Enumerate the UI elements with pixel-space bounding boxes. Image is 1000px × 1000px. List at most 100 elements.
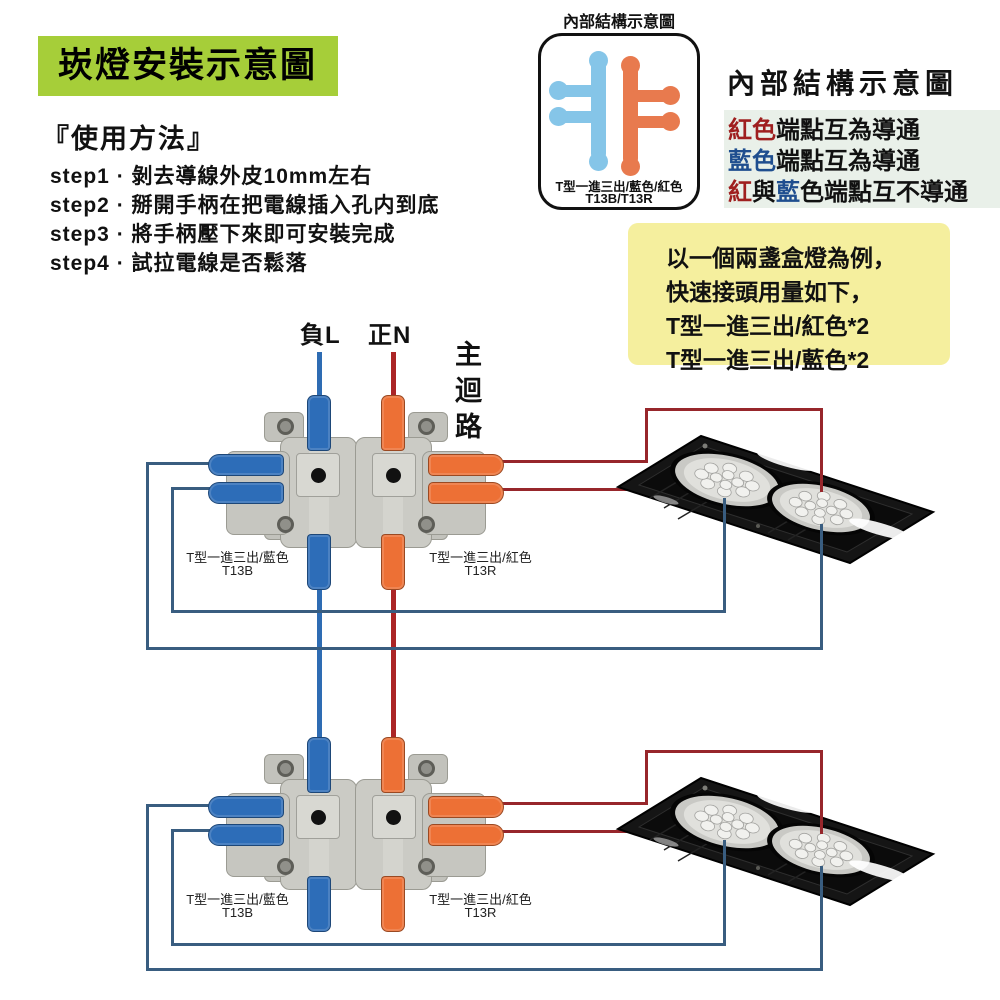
- legend-red-term: 紅色: [728, 117, 776, 144]
- mount-hole: [386, 810, 401, 825]
- inner-structure-box: [538, 33, 700, 210]
- red-connector-code: T13R: [464, 905, 497, 920]
- screw-hole: [418, 418, 435, 435]
- note-line: T型一進三出/藍色*2: [666, 347, 870, 373]
- blue-t-connector-1: [208, 395, 357, 590]
- mount-hole: [311, 810, 326, 825]
- center-mount: [372, 453, 416, 497]
- output-lever: [307, 876, 331, 932]
- wire-blue-route: [146, 804, 218, 807]
- wire-blue-route: [171, 610, 726, 613]
- note-line: T型一進三出/紅色*2: [666, 313, 870, 339]
- wire-red-route: [820, 752, 823, 834]
- wire-neutral-feed: [317, 352, 322, 404]
- legend-red-term: 紅: [728, 179, 752, 206]
- blue-terminal-icon: [549, 107, 568, 126]
- blue-terminal-icon: [589, 51, 608, 70]
- blue-connector-code: T13B: [221, 905, 254, 920]
- inner-structure-caption: T型一進三出/藍色/紅色: [555, 180, 683, 194]
- wire-red-route: [645, 408, 648, 462]
- screw-hole: [418, 760, 435, 777]
- legend-blue-term: 藍: [776, 179, 800, 206]
- legend-line-text: 與: [752, 179, 776, 206]
- wire-blue-route: [146, 647, 823, 650]
- output-lever: [428, 482, 504, 504]
- output-lever: [208, 482, 284, 504]
- wire-blue-route: [723, 840, 726, 946]
- main-circuit-label: 主迴路: [451, 340, 481, 448]
- red-connector-label: T型一進三出/紅色: [429, 892, 532, 907]
- screw-hole: [418, 516, 435, 533]
- page-title: 崁燈安裝示意圖: [38, 36, 338, 96]
- legend-line-text: 端點互為導通: [776, 117, 920, 144]
- mount-hole: [311, 468, 326, 483]
- input-lever: [381, 395, 405, 451]
- wire-red-route: [645, 408, 823, 411]
- wire-red-route: [497, 488, 662, 491]
- screw-hole: [277, 858, 294, 875]
- screw-hole: [418, 858, 435, 875]
- usage-steps: step1 · 剝去導線外皮10mm左右 step2 · 掰開手柄在把電線插入孔…: [50, 162, 440, 278]
- input-lever: [381, 737, 405, 793]
- connector-internal-blue-bus-icon: [591, 58, 606, 161]
- red-connector-code: T13R: [464, 563, 497, 578]
- wire-red-route: [645, 750, 648, 804]
- wire-blue-route: [146, 968, 823, 971]
- blue-connector-code: T13B: [221, 563, 254, 578]
- downlight-fixture-2: [617, 777, 934, 906]
- red-terminal-icon: [661, 112, 680, 131]
- input-lever: [307, 395, 331, 451]
- inner-structure-box-title: 內部結構示意圖: [562, 14, 675, 31]
- red-terminal-icon: [661, 86, 680, 105]
- connector-internal-red-bus-icon: [623, 63, 638, 166]
- legend-title: 內部結構示意圖: [727, 68, 959, 99]
- output-lever: [428, 796, 504, 818]
- wire-blue-route: [820, 866, 823, 971]
- blue-terminal-icon: [589, 152, 608, 171]
- output-lever: [208, 824, 284, 846]
- wire-blue-route: [146, 804, 149, 971]
- wire-live-link: [391, 582, 396, 742]
- red-terminal-icon: [621, 157, 640, 176]
- wire-blue-route: [146, 462, 149, 650]
- step-4: step4 · 試拉電線是否鬆落: [50, 252, 308, 275]
- legend-line-red: 紅色端點互為導通: [728, 115, 1000, 146]
- output-lever: [208, 796, 284, 818]
- blue-connector-label: T型一進三出/藍色: [186, 892, 289, 907]
- blue-branch-icon: [558, 85, 598, 97]
- live-wire-label: 正N: [368, 322, 412, 349]
- wire-blue-route: [171, 829, 174, 946]
- usage-method-title: 『使用方法』: [42, 124, 216, 154]
- screw-hole: [277, 760, 294, 777]
- wire-blue-route: [171, 487, 174, 613]
- wire-blue-route: [723, 498, 726, 612]
- inner-structure-code: T13B/T13R: [585, 191, 653, 206]
- downlight-fixture-1: [617, 435, 934, 564]
- legend-blue-term: 藍色: [728, 148, 776, 175]
- wire-red-route: [820, 410, 823, 492]
- blue-connector-label: T型一進三出/藍色: [186, 550, 289, 565]
- center-mount: [296, 453, 340, 497]
- wire-blue-route: [820, 524, 823, 650]
- step-3: step3 · 將手柄壓下來即可安裝完成: [50, 223, 396, 246]
- step-1: step1 · 剝去導線外皮10mm左右: [50, 165, 373, 188]
- wire-live-feed: [391, 352, 396, 404]
- center-mount: [372, 795, 416, 839]
- legend-box: 紅色端點互為導通 藍色端點互為導通 紅與藍色端點互不導通: [724, 110, 1000, 208]
- usage-note-box: 以一個兩盞盒燈為例， 快速接頭用量如下， T型一進三出/紅色*2 T型一進三出/…: [628, 223, 950, 373]
- blue-terminal-icon: [549, 81, 568, 100]
- legend-line-text: 端點互為導通: [776, 148, 920, 175]
- note-line: 快速接頭用量如下，: [666, 279, 873, 305]
- wire-red-route: [497, 830, 662, 833]
- input-lever: [307, 737, 331, 793]
- legend-line-mixed: 紅與藍色端點互不導通: [728, 177, 1000, 208]
- output-lever: [428, 454, 504, 476]
- wire-red-route: [497, 460, 648, 463]
- wire-neutral-link: [317, 582, 322, 742]
- neutral-wire-label: 負L: [300, 322, 341, 349]
- step-2: step2 · 掰開手柄在把電線插入孔内到底: [50, 194, 440, 217]
- red-connector-label: T型一進三出/紅色: [429, 550, 532, 565]
- wire-blue-route: [146, 462, 218, 465]
- screw-hole: [277, 418, 294, 435]
